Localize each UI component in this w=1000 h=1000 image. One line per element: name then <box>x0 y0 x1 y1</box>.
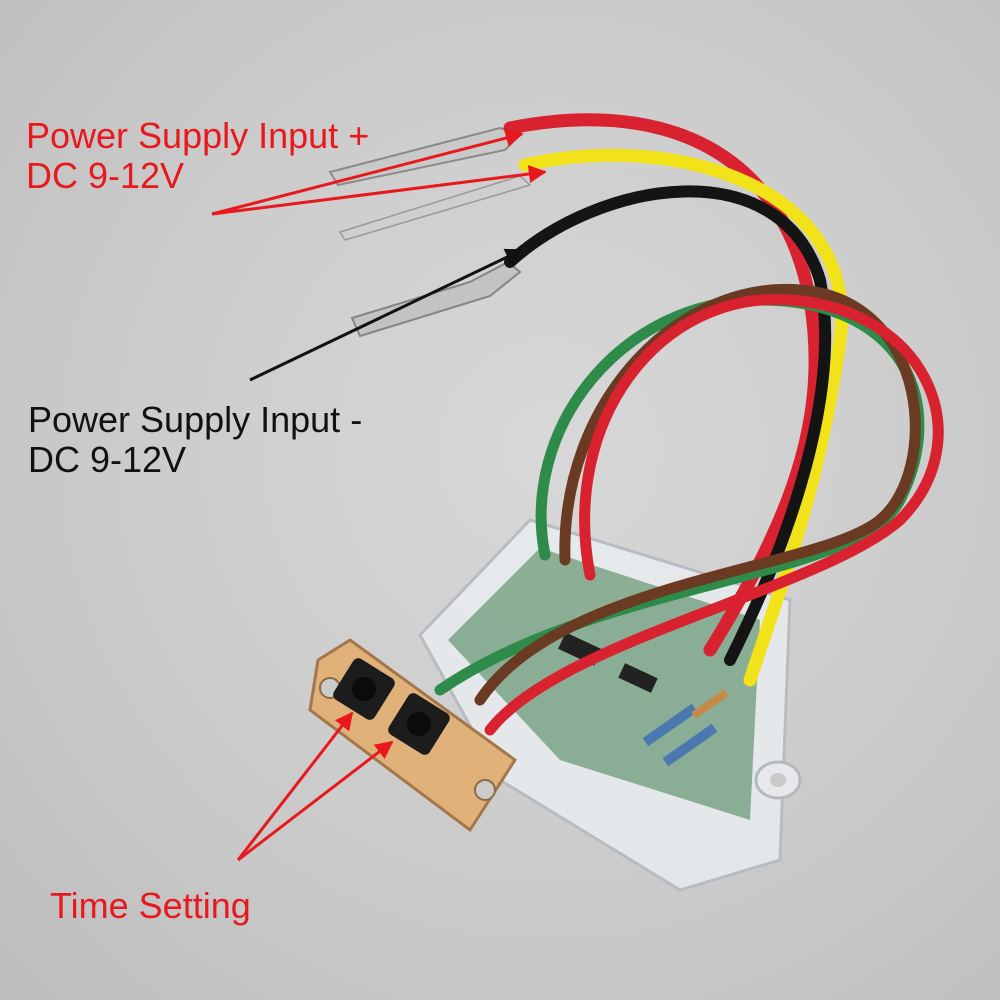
button-board <box>308 638 518 833</box>
power-negative-line1: Power Supply Input - <box>28 399 363 440</box>
time-setting-text: Time Setting <box>50 885 251 926</box>
power-positive-line1: Power Supply Input + <box>26 115 370 156</box>
power-positive-line2: DC 9-12V <box>26 155 185 196</box>
power-negative-label: Power Supply Input - DC 9-12V <box>28 400 362 480</box>
power-positive-label: Power Supply Input + DC 9-12V <box>26 116 369 196</box>
power-negative-line2: DC 9-12V <box>28 439 187 480</box>
time-setting-label: Time Setting <box>50 886 251 926</box>
wires <box>434 113 944 736</box>
annotation-arrows <box>211 129 547 862</box>
